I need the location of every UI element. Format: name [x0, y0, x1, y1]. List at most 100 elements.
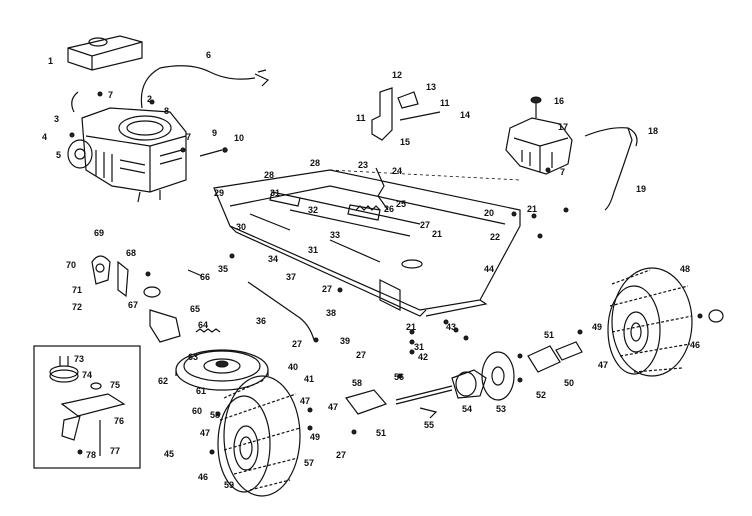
callout: 47: [598, 360, 608, 370]
callout: 18: [648, 126, 658, 136]
spring: [355, 205, 381, 211]
callout: 72: [72, 302, 82, 312]
cable-clip: [254, 69, 270, 87]
callout: 69: [94, 228, 104, 238]
callout: 56: [394, 372, 404, 382]
drive-belt: [584, 127, 638, 211]
callout: 27: [292, 339, 302, 349]
throttle-cable: [140, 65, 256, 109]
callout: 42: [418, 352, 428, 362]
callout: 12: [392, 70, 402, 80]
callout: 51: [544, 330, 554, 340]
callout: 20: [484, 208, 494, 218]
callout: 32: [308, 205, 318, 215]
bolt: [149, 99, 155, 105]
callout: 1: [48, 56, 53, 66]
callout: 31: [308, 245, 318, 255]
callout: 58: [210, 410, 220, 420]
callout: 57: [304, 458, 314, 468]
callout: 4: [42, 132, 47, 142]
callout: 75: [110, 380, 120, 390]
callout: 55: [424, 420, 434, 430]
bracket-plate: [344, 389, 388, 415]
callout: 27: [356, 350, 366, 360]
callout: 45: [164, 449, 174, 459]
callout: 30: [236, 222, 246, 232]
callout: 24: [392, 166, 402, 176]
callout: 23: [358, 160, 368, 170]
callout: 60: [192, 406, 202, 416]
callout: 64: [198, 320, 208, 330]
shift-bracket: [371, 87, 441, 141]
callout: 40: [288, 362, 298, 372]
inset-box: [33, 345, 141, 469]
callout: 47: [328, 402, 338, 412]
callout: 74: [82, 370, 92, 380]
callout: 58: [352, 378, 362, 388]
callout: 38: [326, 308, 336, 318]
spring: [195, 328, 221, 333]
callout: 37: [286, 272, 296, 282]
engine: [67, 107, 187, 203]
callout: 53: [496, 404, 506, 414]
transmission: [505, 96, 573, 175]
callout: 7: [108, 90, 113, 100]
callout: 49: [592, 322, 602, 332]
callout: 2: [147, 94, 152, 104]
callout: 28: [264, 170, 274, 180]
callout: 62: [158, 376, 168, 386]
fuel-tank: [67, 35, 143, 71]
callout: 46: [198, 472, 208, 482]
callout: 66: [200, 272, 210, 282]
callout: 22: [490, 232, 500, 242]
clip: [419, 407, 438, 419]
callout: 11: [440, 98, 450, 108]
callout: 5: [56, 150, 61, 160]
wheel-rear-right: [607, 267, 693, 377]
bolt-shaft: [199, 149, 223, 157]
callout: 11: [356, 113, 366, 123]
bolt: [97, 91, 103, 97]
callout: 63: [188, 352, 198, 362]
callout: 21: [406, 322, 416, 332]
bracket: [527, 345, 561, 373]
callout: 33: [330, 230, 340, 240]
callout: 8: [164, 106, 169, 116]
callout: 25: [396, 199, 406, 209]
callout: 27: [336, 450, 346, 460]
chassis-frame: [213, 169, 521, 317]
callout: 9: [212, 128, 217, 138]
bolt: [180, 147, 186, 153]
callout: 76: [114, 416, 124, 426]
callout: 21: [432, 229, 442, 239]
callout: 16: [554, 96, 564, 106]
callout: 10: [234, 133, 244, 143]
fuel-hose: [71, 91, 79, 113]
callout: 39: [340, 336, 350, 346]
callout: 59: [224, 480, 234, 490]
callout: 46: [690, 340, 700, 350]
callout: 17: [558, 122, 568, 132]
callout: 49: [310, 432, 320, 442]
callout: 52: [536, 390, 546, 400]
callout: 71: [72, 285, 82, 295]
callout: 31: [414, 342, 424, 352]
callout: 44: [484, 264, 494, 274]
callout: 36: [256, 316, 266, 326]
callout: 47: [300, 396, 310, 406]
callout: 54: [462, 404, 472, 414]
callout: 78: [86, 450, 96, 460]
callout: 3: [54, 114, 59, 124]
callout: 7: [186, 132, 191, 142]
callout: 7: [560, 167, 565, 177]
callout: 29: [214, 188, 224, 198]
callout: 43: [446, 322, 456, 332]
hub-cap: [708, 309, 724, 323]
shift-rod: [375, 167, 389, 211]
callout: 21: [527, 204, 537, 214]
callout: 27: [322, 284, 332, 294]
axle-assembly: [395, 351, 515, 405]
callout: 48: [680, 264, 690, 274]
callout: 26: [384, 204, 394, 214]
callout: 14: [460, 110, 470, 120]
